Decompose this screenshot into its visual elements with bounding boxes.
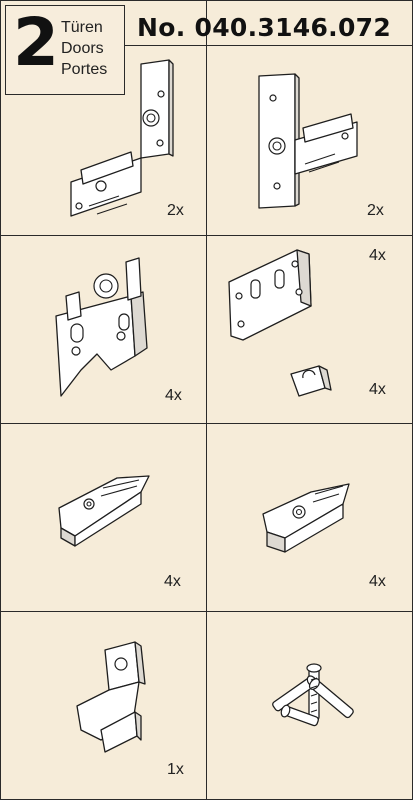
row-divider-1 <box>1 235 412 236</box>
column-divider <box>206 1 207 799</box>
quantity-5: 4x <box>164 573 181 590</box>
quantity-4b: 4x <box>369 381 386 398</box>
header-bottom-line <box>123 45 412 46</box>
quantity-4a: 4x <box>369 247 386 264</box>
stopper-left-drawing <box>58 475 150 547</box>
part-cell-3: 4x <box>1 236 206 423</box>
guide-plate-and-clip-drawing <box>228 249 332 397</box>
carriage-plate-drawing <box>55 257 148 397</box>
part-cell-5: 4x <box>1 424 206 611</box>
part-cell-4: 4x 4x <box>207 236 412 423</box>
stopper-right-drawing <box>262 483 350 553</box>
l-bracket-right-drawing <box>258 73 358 209</box>
quantity-2: 2x <box>367 202 384 219</box>
quantity-6: 4x <box>369 573 386 590</box>
screws-drawing <box>272 663 354 727</box>
door-count: 2 <box>13 4 59 81</box>
door-count-badge: 2 Türen Doors Portes <box>5 5 125 95</box>
label-doors: Doors <box>61 40 104 57</box>
part-cell-8 <box>207 612 412 799</box>
label-tueren: Türen <box>61 19 103 36</box>
product-number: No. 040.3146.072 <box>137 13 392 42</box>
part-cell-2: 2x <box>207 46 412 235</box>
quantity-1: 2x <box>167 202 184 219</box>
row-divider-2 <box>1 423 412 424</box>
part-cell-7: 1x <box>1 612 206 799</box>
part-cell-6: 4x <box>207 424 412 611</box>
clip-holder-drawing <box>76 641 146 753</box>
quantity-7: 1x <box>167 761 184 778</box>
l-bracket-left-drawing <box>70 59 174 217</box>
quantity-3: 4x <box>165 387 182 404</box>
label-portes: Portes <box>61 61 108 78</box>
part-cell-1: 2x <box>1 46 206 235</box>
row-divider-3 <box>1 611 412 612</box>
